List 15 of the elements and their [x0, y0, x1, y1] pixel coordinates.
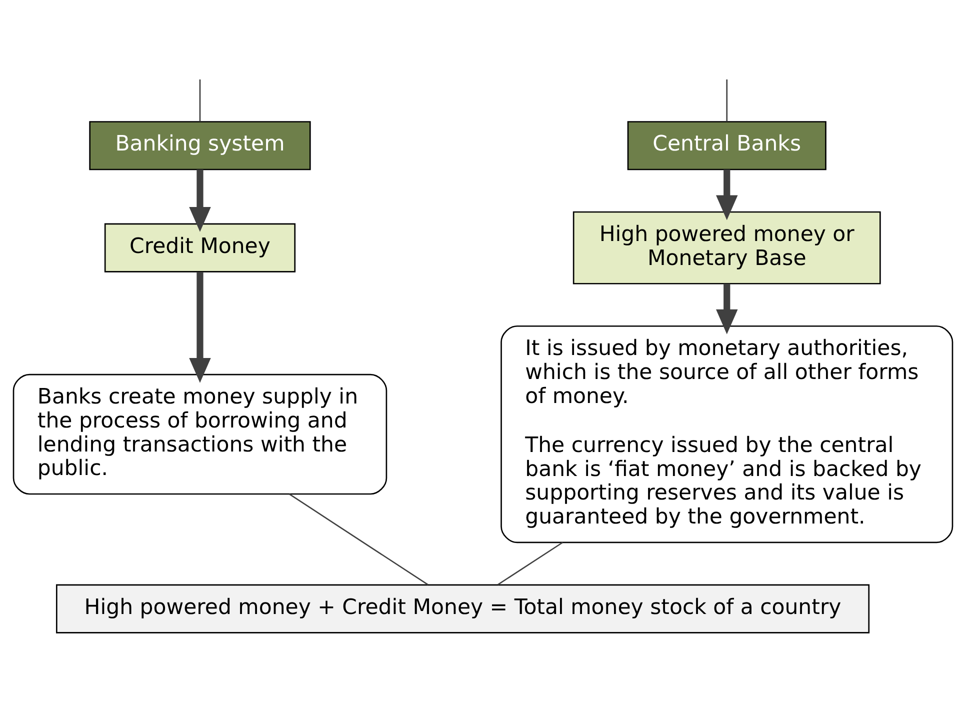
arrow — [716, 169, 738, 220]
arrow — [189, 272, 211, 382]
arrow — [189, 169, 211, 232]
arrow — [716, 283, 738, 334]
node-box: Banking system — [89, 120, 311, 170]
connector — [288, 492, 428, 585]
connector — [497, 541, 563, 585]
connector — [199, 78, 201, 122]
node-box: Credit Money — [104, 222, 296, 272]
node-box: It is issued by monetary authorities, which is the source of all other forms of money. The currency issued by the central bank is ‘fiat money’ and is backed by supporting reserves and its value is guaranteed by the government. — [500, 324, 954, 543]
node-box: Central Banks — [627, 120, 826, 170]
node-box: Banks create money supply in the process of borrowing and lending transactions with the public. — [12, 373, 388, 494]
connector — [726, 78, 728, 122]
node-box: High powered money + Credit Money = Total money stock of a country — [56, 584, 870, 633]
node-box: High powered money or Monetary Base — [572, 210, 881, 284]
